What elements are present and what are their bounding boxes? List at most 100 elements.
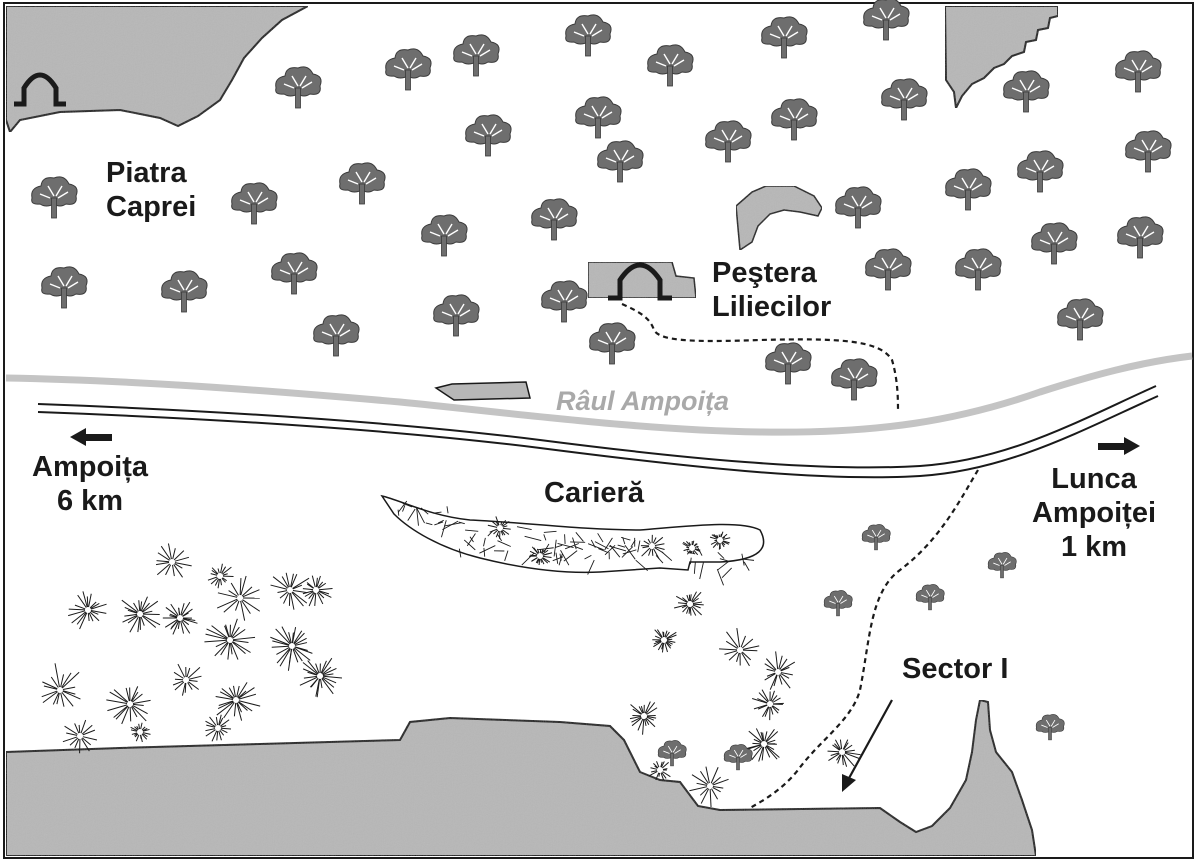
tree-icon xyxy=(540,280,588,323)
tree-icon xyxy=(312,314,360,357)
tree-icon xyxy=(916,584,944,610)
sector-arrow-icon xyxy=(842,699,893,792)
starburst-icon xyxy=(640,534,665,560)
starburst-icon xyxy=(216,575,261,621)
tree-icon xyxy=(988,552,1016,578)
starburst-icon xyxy=(709,531,731,550)
road-line-lower xyxy=(37,395,1159,479)
tree-icon xyxy=(1056,298,1104,341)
starburst-icon xyxy=(299,657,343,698)
tree-icon xyxy=(588,322,636,365)
starburst-icon xyxy=(130,722,151,743)
starburst-icon xyxy=(215,682,261,721)
tree-icon xyxy=(770,98,818,141)
label-raul-ampoita-text: Râul Ampoița xyxy=(556,386,730,416)
tree-icon xyxy=(574,96,622,139)
starburst-icon xyxy=(719,627,760,667)
tree-icon xyxy=(274,66,322,109)
tree-icon xyxy=(30,176,78,219)
label-pestera-line2: Liliecilor xyxy=(712,291,832,323)
pestera-arch-icon xyxy=(608,262,672,301)
arrow-right-icon xyxy=(1098,437,1140,455)
rock-bottom xyxy=(5,698,1038,857)
starburst-icon xyxy=(204,618,256,660)
starburst-icon xyxy=(155,543,192,578)
tree-icon xyxy=(1114,50,1162,93)
label-pestera-line1: Peştera xyxy=(712,257,817,289)
rock-outcrop xyxy=(735,185,823,252)
tree-icon xyxy=(1016,150,1064,193)
starburst-icon xyxy=(62,719,98,754)
label-sector-1-text: Sector I xyxy=(902,653,1009,685)
tree-icon xyxy=(824,590,852,616)
label-sector-1: Sector I xyxy=(902,652,1008,686)
tree-icon xyxy=(1124,130,1172,173)
label-cariera-text: Carieră xyxy=(544,477,644,509)
cave-rock xyxy=(587,261,697,299)
arrow-left-icon xyxy=(70,428,112,446)
label-lunca-line1: Lunca xyxy=(1051,463,1137,495)
starburst-icon xyxy=(674,591,704,616)
tree-icon xyxy=(880,78,928,121)
starburst-icon xyxy=(41,663,81,707)
tree-icon xyxy=(40,266,88,309)
tree-icon xyxy=(384,48,432,91)
label-cariera: Carieră xyxy=(544,476,644,510)
starburst-icon xyxy=(205,714,232,742)
trail-cave xyxy=(621,302,900,413)
label-lunca-ampoitei: Lunca Ampoiței 1 km xyxy=(1024,462,1164,564)
label-ampoita-line2: 6 km xyxy=(56,485,124,517)
tree-icon xyxy=(230,182,278,225)
starburst-icon xyxy=(106,686,151,725)
tree-icon xyxy=(954,248,1002,291)
tree-icon xyxy=(760,16,808,59)
starburst-icon xyxy=(207,563,234,589)
tree-icon xyxy=(596,140,644,183)
tree-icon xyxy=(338,162,386,205)
tree-icon xyxy=(432,294,480,337)
tree-icon xyxy=(1030,222,1078,265)
tree-icon xyxy=(564,14,612,57)
tree-icon xyxy=(530,198,578,241)
tree-icon xyxy=(830,358,878,401)
tree-icon xyxy=(864,248,912,291)
starburst-icon xyxy=(827,739,861,767)
tree-icon xyxy=(704,120,752,163)
starburst-icon xyxy=(764,651,796,690)
gravel-bar xyxy=(434,381,531,401)
rock-top-right xyxy=(943,5,1059,112)
debris-field xyxy=(41,516,861,808)
label-lunca-line2: Ampoiței xyxy=(1031,497,1157,529)
trail-sector xyxy=(749,469,979,809)
label-lunca-line3: 1 km xyxy=(1060,531,1128,563)
starburst-icon xyxy=(270,572,310,610)
starburst-icon xyxy=(629,701,658,735)
road-line-upper xyxy=(37,385,1157,469)
label-piatra-caprei-line1: Piatra xyxy=(106,157,187,189)
cave-entrance-icon xyxy=(14,72,66,107)
starburst-icon xyxy=(172,663,202,696)
starburst-icon xyxy=(162,601,198,635)
tree-icon xyxy=(646,44,694,87)
tree-icon xyxy=(764,342,812,385)
starburst-icon xyxy=(743,728,780,762)
label-ampoita-line1: Ampoița xyxy=(32,451,148,483)
tree-icon xyxy=(1116,216,1164,259)
label-pestera-liliecilor: Peştera Liliecilor xyxy=(712,256,831,324)
starburst-icon xyxy=(689,766,729,808)
starburst-icon xyxy=(270,626,313,671)
starburst-icon xyxy=(682,540,701,556)
label-raul-ampoita: Râul Ampoița xyxy=(556,384,729,418)
quarry-area xyxy=(380,494,765,574)
label-piatra-caprei: Piatra Caprei xyxy=(106,156,196,224)
tree-icon xyxy=(862,0,910,41)
tree-icon xyxy=(1002,70,1050,113)
starburst-icon xyxy=(529,546,553,566)
river-ampoita xyxy=(5,352,1193,436)
quarry-hatching xyxy=(397,500,755,586)
rock-top-left xyxy=(5,5,309,135)
tree-icon xyxy=(270,252,318,295)
starburst-icon xyxy=(302,575,333,607)
